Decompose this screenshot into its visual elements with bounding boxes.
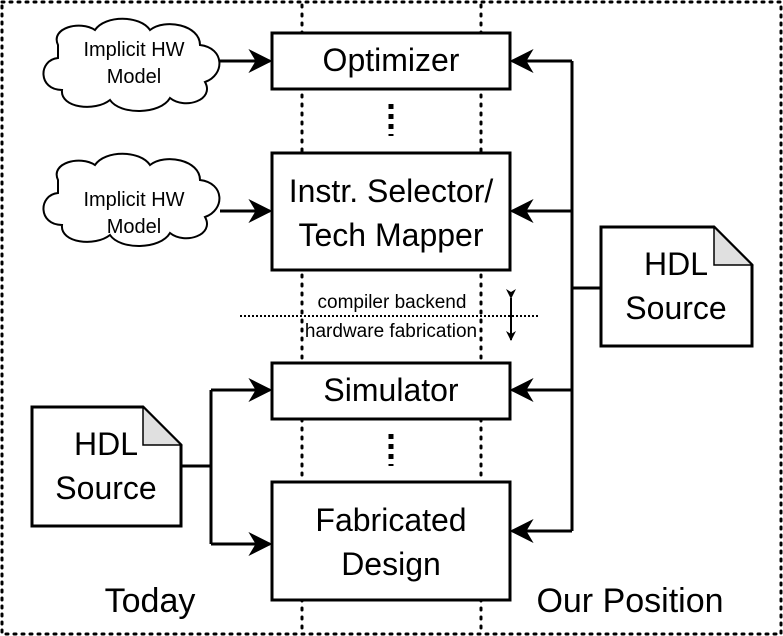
hdl-source-left-line1: HDL (74, 426, 138, 462)
hdl-source-right-fold (713, 225, 754, 266)
implicit-hw-model-middle-line2: Model (107, 216, 161, 238)
instr-selector-label-line2: Tech Mapper (299, 217, 484, 253)
implicit-hw-model-top-line1: Implicit HW (83, 39, 184, 61)
fabricated-design-label-line1: Fabricated (315, 502, 466, 538)
fabricated-design-box (270, 480, 512, 602)
instr-selector-box (270, 151, 512, 272)
separator-label-compiler-backend: compiler backend (318, 292, 467, 313)
implicit-hw-model-top-line2: Model (107, 66, 161, 88)
column-label-our-position: Our Position (536, 582, 723, 620)
implicit-hw-model-cloud-middle (42, 152, 221, 247)
instr-selector-label-line1: Instr. Selector/ (289, 173, 494, 209)
hdl-source-left-line2: Source (55, 470, 156, 506)
fabricated-design-label-line2: Design (341, 546, 441, 582)
implicit-hw-model-middle-line1: Implicit HW (83, 189, 184, 211)
optimizer-label: Optimizer (323, 42, 460, 78)
hdl-source-right-line2: Source (625, 290, 726, 326)
hdl-source-right-line1: HDL (644, 246, 708, 282)
column-label-today: Today (105, 582, 196, 620)
simulator-label: Simulator (323, 372, 459, 408)
separator-label-hardware-fabrication: hardware fabrication (305, 321, 477, 342)
hdl-source-left-fold (142, 405, 183, 446)
implicit-hw-model-cloud-top (42, 17, 221, 112)
